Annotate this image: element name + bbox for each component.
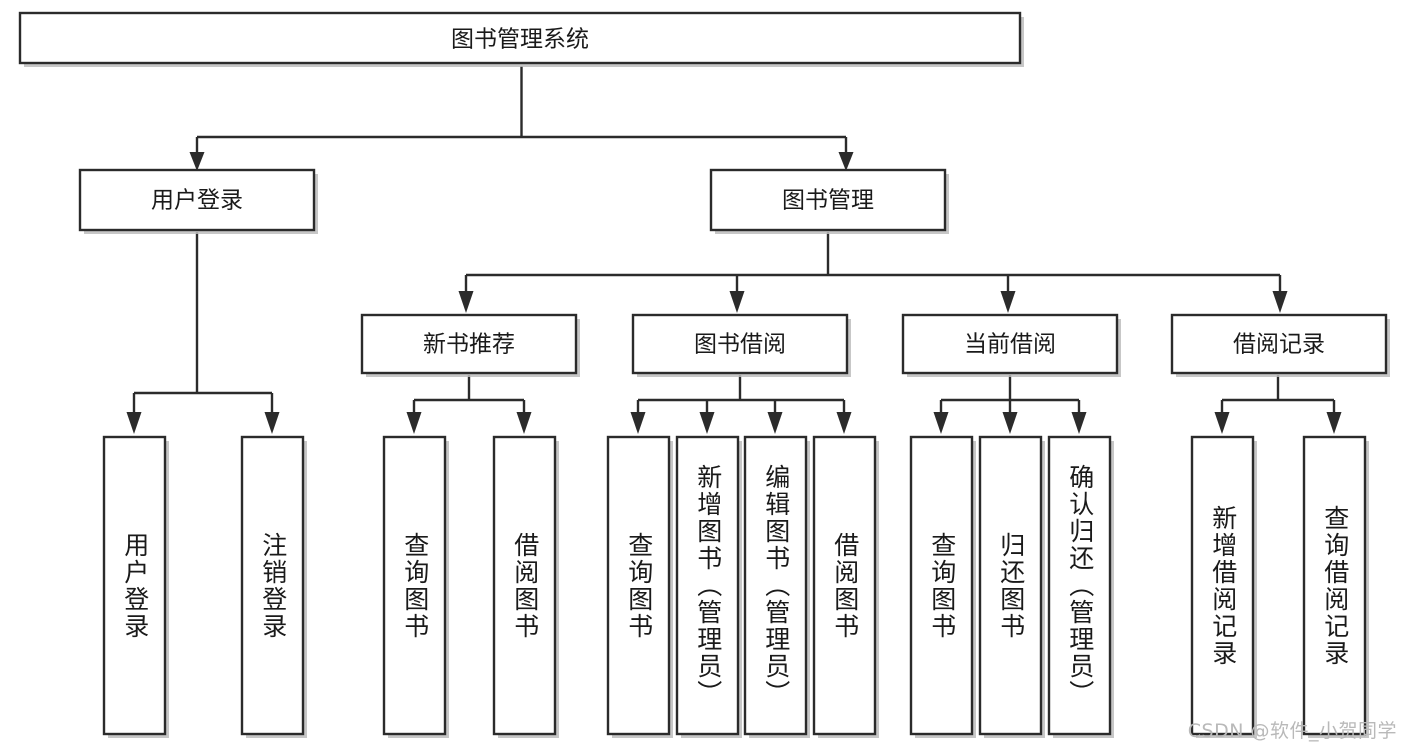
leaf-boxes-new-book-recommend [382, 435, 559, 738]
node-book-borrow[interactable]: 图书借阅 [631, 313, 851, 377]
connectors-book-mgmt-to-level3 [458, 232, 1288, 313]
leaf-boxes-book-borrow [606, 435, 879, 738]
connectors-user-login-to-leaves [126, 232, 280, 434]
leaf-box-current-borrow-2[interactable] [1047, 435, 1112, 736]
leaf-box-current-borrow-1[interactable] [978, 435, 1043, 736]
node-borrow-record-label: 借阅记录 [1233, 332, 1325, 358]
connectors-book-borrow-to-leaves [630, 375, 852, 434]
node-user-login[interactable]: 用户登录 [78, 168, 318, 234]
node-borrow-record[interactable]: 借阅记录 [1170, 313, 1390, 377]
node-new-book-recommend[interactable]: 新书推荐 [360, 313, 580, 377]
leaf-box-book-borrow-1[interactable] [675, 435, 740, 736]
node-current-borrow[interactable]: 当前借阅 [901, 313, 1121, 377]
node-book-management[interactable]: 图书管理 [709, 168, 949, 234]
node-root-system-label: 图书管理系统 [451, 27, 589, 53]
csdn-watermark: CSDN @软件_小贺同学 [1187, 720, 1397, 742]
leaf-boxes-user-login [102, 435, 307, 738]
node-new-book-recommend-label: 新书推荐 [423, 332, 515, 358]
leaf-box-current-borrow-0[interactable] [909, 435, 974, 736]
leaf-box-user-login-0[interactable] [102, 435, 167, 736]
connectors-current-borrow-to-leaves [933, 375, 1087, 434]
leaf-boxes-current-borrow [909, 435, 1114, 738]
node-book-management-label: 图书管理 [782, 188, 874, 214]
leaf-box-book-borrow-0[interactable] [606, 435, 671, 736]
leaf-box-book-borrow-2[interactable] [743, 435, 808, 736]
leaf-box-user-login-1[interactable] [240, 435, 305, 736]
node-book-borrow-label: 图书借阅 [694, 332, 786, 358]
leaf-box-new-book-0[interactable] [382, 435, 447, 736]
leaf-box-new-book-1[interactable] [492, 435, 557, 736]
node-user-login-label: 用户登录 [151, 188, 243, 214]
leaf-box-borrow-record-1[interactable] [1302, 435, 1367, 736]
leaf-box-book-borrow-3[interactable] [812, 435, 877, 736]
node-root-system[interactable]: 图书管理系统 [18, 11, 1024, 67]
node-current-borrow-label: 当前借阅 [964, 332, 1056, 358]
connectors-root-to-level2 [189, 66, 854, 171]
leaf-boxes-borrow-record [1190, 435, 1369, 738]
connectors-new-book-to-leaves [406, 375, 532, 434]
leaf-box-borrow-record-0[interactable] [1190, 435, 1255, 736]
connectors-borrow-record-to-leaves [1214, 375, 1342, 434]
